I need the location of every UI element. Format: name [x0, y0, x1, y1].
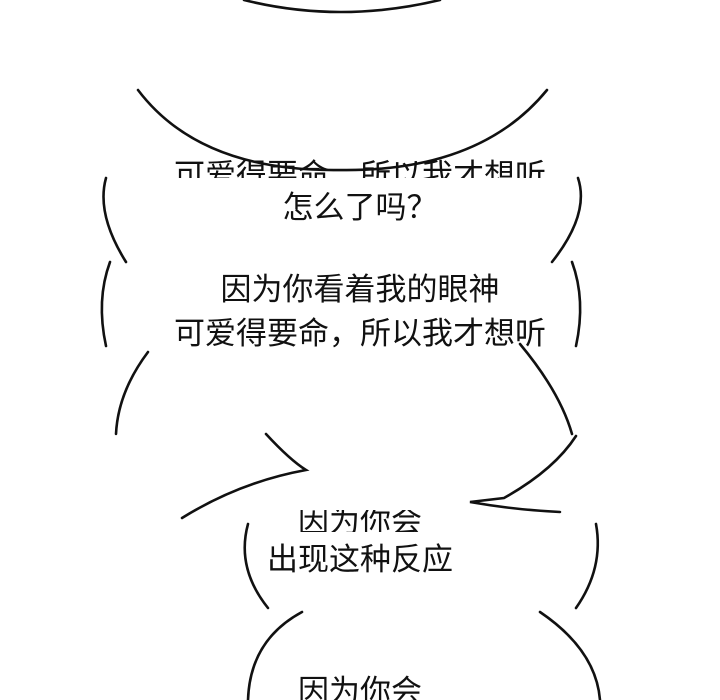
bubble-2-lower-left	[114, 350, 150, 436]
bubble-3-text: 出现这种反应	[0, 540, 720, 580]
bubble-1-partial-line: 可爱得要命，所以我才想听	[174, 158, 546, 178]
bubble-2-line-1: 因为你看着我的眼神	[220, 272, 500, 308]
bubble-2-right-edge	[570, 260, 582, 348]
bubble-3-tail-right	[469, 434, 578, 514]
bubble-3-partial-line: 因为你会	[298, 510, 422, 532]
bubble-3-line: 出现这种反应	[267, 542, 453, 578]
bubble-3-tail-left	[180, 432, 310, 520]
bubble-1-text: 怎么了吗？	[0, 188, 720, 228]
bubble-2-text: 因为你看着我的眼神 可爱得要命，所以我才想听	[0, 270, 720, 354]
bubble-4-line: 因为你会	[298, 674, 422, 700]
bubble-4-outline	[246, 610, 602, 700]
bubble-2-lower-right	[518, 342, 574, 436]
bubble-3-left-edge	[243, 522, 270, 610]
bubble-1-line: 怎么了吗？	[282, 190, 438, 226]
bubble-1-outline	[136, 88, 549, 172]
bubble-2-line-2: 可爱得要命，所以我才想听	[174, 316, 546, 352]
bubble-4-text-clip: 因为你会	[0, 670, 720, 700]
bubble-2-left-edge	[100, 260, 112, 348]
bubble-1-hidden-line-clip: 可爱得要命，所以我才想听	[0, 148, 720, 178]
bubble-1-right-edge	[550, 176, 583, 264]
bubble-1-left-edge	[102, 176, 128, 264]
bubble-3-hidden-line-clip: 因为你会	[0, 510, 720, 532]
bubble-top-edge	[242, 0, 442, 14]
bubble-3-right-edge	[574, 522, 600, 610]
